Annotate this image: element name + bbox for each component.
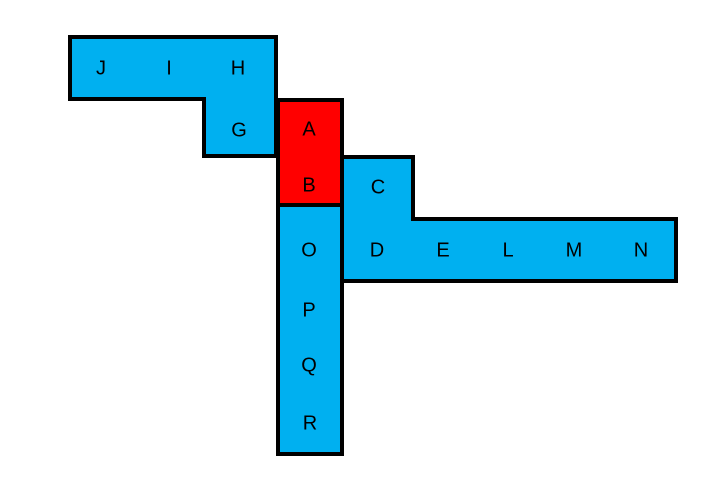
shape-cdelmn xyxy=(340,155,678,283)
cell-label-c: C xyxy=(371,176,385,198)
shape-jihg xyxy=(68,35,278,158)
cell-label-p: P xyxy=(302,299,315,321)
cell-label-b: B xyxy=(302,174,315,196)
cell-label-e: E xyxy=(436,239,449,261)
shape-opqr xyxy=(276,203,344,456)
cell-label-j: J xyxy=(96,57,106,79)
cell-label-i: I xyxy=(166,57,172,79)
cell-label-o: O xyxy=(301,239,317,261)
cell-label-l: L xyxy=(502,239,513,261)
cell-label-g: G xyxy=(231,119,247,141)
shape-ab xyxy=(276,98,344,207)
cell-label-m: M xyxy=(566,239,583,261)
cell-label-d: D xyxy=(370,239,384,261)
cell-label-q: Q xyxy=(301,354,317,376)
cell-label-h: H xyxy=(231,57,245,79)
cell-label-r: R xyxy=(303,412,317,434)
cell-label-a: A xyxy=(302,118,316,140)
cell-label-n: N xyxy=(634,239,648,261)
